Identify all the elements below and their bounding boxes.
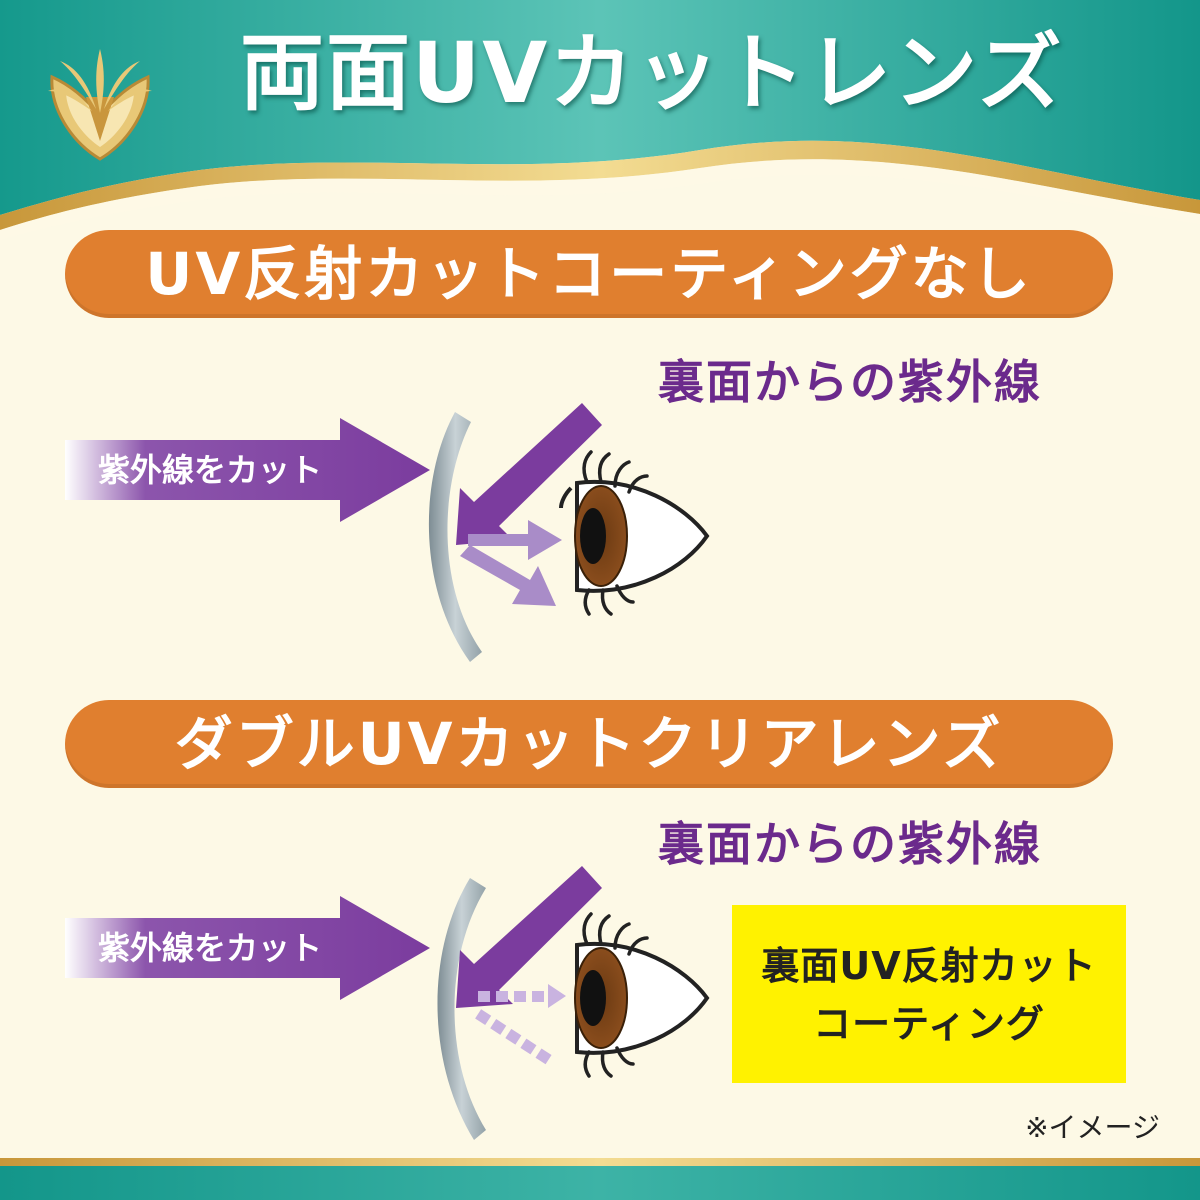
footer-gold-line — [0, 1158, 1200, 1166]
section-1-banner — [65, 230, 1113, 318]
eye-icon-1 — [559, 450, 710, 616]
eye-icon-2 — [574, 912, 710, 1078]
image-note: ※イメージ — [1025, 1111, 1160, 1144]
header-band — [0, 0, 1200, 215]
section-2-back-uv-label: 裏面からの紫外線 — [658, 817, 1042, 871]
footer-band — [0, 1166, 1200, 1200]
diagonal-uv-arrow-2 — [456, 866, 602, 1008]
section-1-arrow-label: 紫外線をカット — [98, 451, 323, 489]
diagonal-uv-arrow-1 — [456, 403, 602, 545]
uv-arrow-2 — [65, 896, 430, 1000]
section-1-back-uv-label: 裏面からの紫外線 — [658, 355, 1042, 409]
uv-arrow-1 — [65, 418, 430, 522]
lens-2 — [437, 878, 486, 1140]
lens-1 — [428, 412, 482, 662]
reflected-uv-arrows-1 — [460, 520, 562, 606]
coating-callout-line-1: 裏面UV反射カット — [761, 944, 1097, 988]
section-2-arrow-label: 紫外線をカット — [98, 929, 323, 967]
coating-callout-box — [732, 905, 1126, 1083]
header-gold-wave — [0, 140, 1200, 230]
section-1-banner-text: UV反射カットコーティングなし — [145, 240, 1033, 308]
section-2-banner — [65, 700, 1113, 788]
blocked-reflection-arrows-2 — [475, 984, 566, 1065]
gold-crest-logo-icon — [48, 49, 152, 161]
coating-callout-line-2: コーティング — [813, 1002, 1045, 1046]
section-2-banner-text: ダブルUVカットクリアレンズ — [174, 710, 1004, 778]
page-title: 両面UVカットレンズ — [240, 24, 1064, 122]
